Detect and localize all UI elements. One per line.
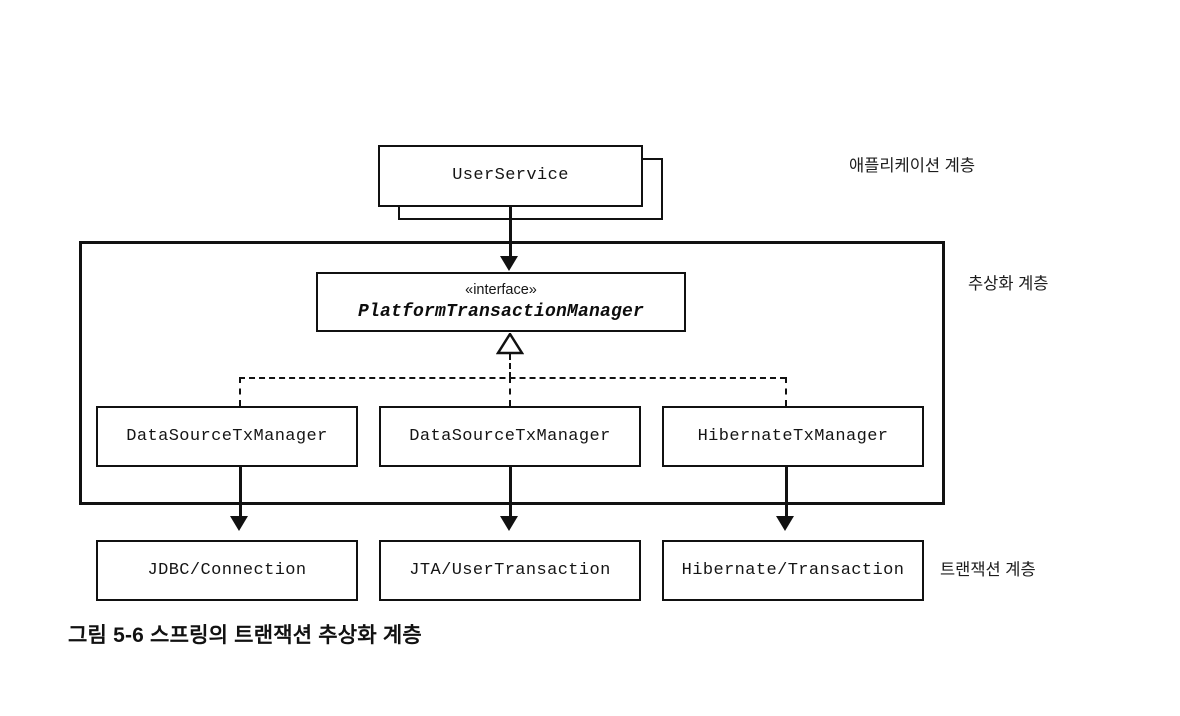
node-impl-3-label: HibernateTxManager (697, 426, 889, 446)
layer-label-application: 애플리케이션 계층 (849, 157, 976, 175)
connector-impl-2-to-resource-2 (509, 467, 512, 525)
node-resource-1[interactable]: JDBC/Connection (96, 540, 358, 601)
realization-drop-right (785, 377, 787, 406)
interface-name-label: PlatformTransactionManager (357, 302, 645, 323)
realization-drop-center (509, 377, 511, 406)
node-resource-2-label: JTA/UserTransaction (409, 560, 611, 580)
node-userservice[interactable]: UserService (378, 145, 643, 207)
figure-caption: 그림 5-6 스프링의 트랜잭션 추상화 계층 (68, 624, 422, 647)
arrowhead-userservice-to-interface (500, 256, 518, 271)
layer-label-transaction: 트랜잭션 계층 (940, 561, 1036, 579)
node-resource-3-label: Hibernate/Transaction (681, 560, 905, 580)
layer-label-abstraction: 추상화 계층 (968, 275, 1049, 293)
connector-impl-3-to-resource-3 (785, 467, 788, 525)
node-impl-2-label: DataSourceTxManager (409, 426, 611, 446)
arrowhead-impl-1-to-resource-1 (230, 516, 248, 531)
abstraction-layer-container (79, 241, 945, 505)
connector-impl-1-to-resource-1 (239, 467, 242, 525)
node-impl-1[interactable]: DataSourceTxManager (96, 406, 358, 467)
node-platformtransactionmanager[interactable]: «interface» PlatformTransactionManager (316, 272, 686, 332)
realization-stub-center (509, 354, 511, 378)
interface-stereotype-label: «interface» (465, 281, 537, 298)
arrowhead-impl-3-to-resource-3 (776, 516, 794, 531)
node-impl-2[interactable]: DataSourceTxManager (379, 406, 641, 467)
node-userservice-label: UserService (452, 166, 569, 186)
arrowhead-impl-2-to-resource-2 (500, 516, 518, 531)
node-resource-1-label: JDBC/Connection (147, 560, 307, 580)
connector-userservice-to-interface (509, 190, 512, 266)
realization-drop-left (239, 377, 241, 406)
node-impl-3[interactable]: HibernateTxManager (662, 406, 924, 467)
node-resource-3[interactable]: Hibernate/Transaction (662, 540, 924, 601)
node-resource-2[interactable]: JTA/UserTransaction (379, 540, 641, 601)
node-impl-1-label: DataSourceTxManager (126, 426, 328, 446)
realization-bus (239, 377, 786, 379)
